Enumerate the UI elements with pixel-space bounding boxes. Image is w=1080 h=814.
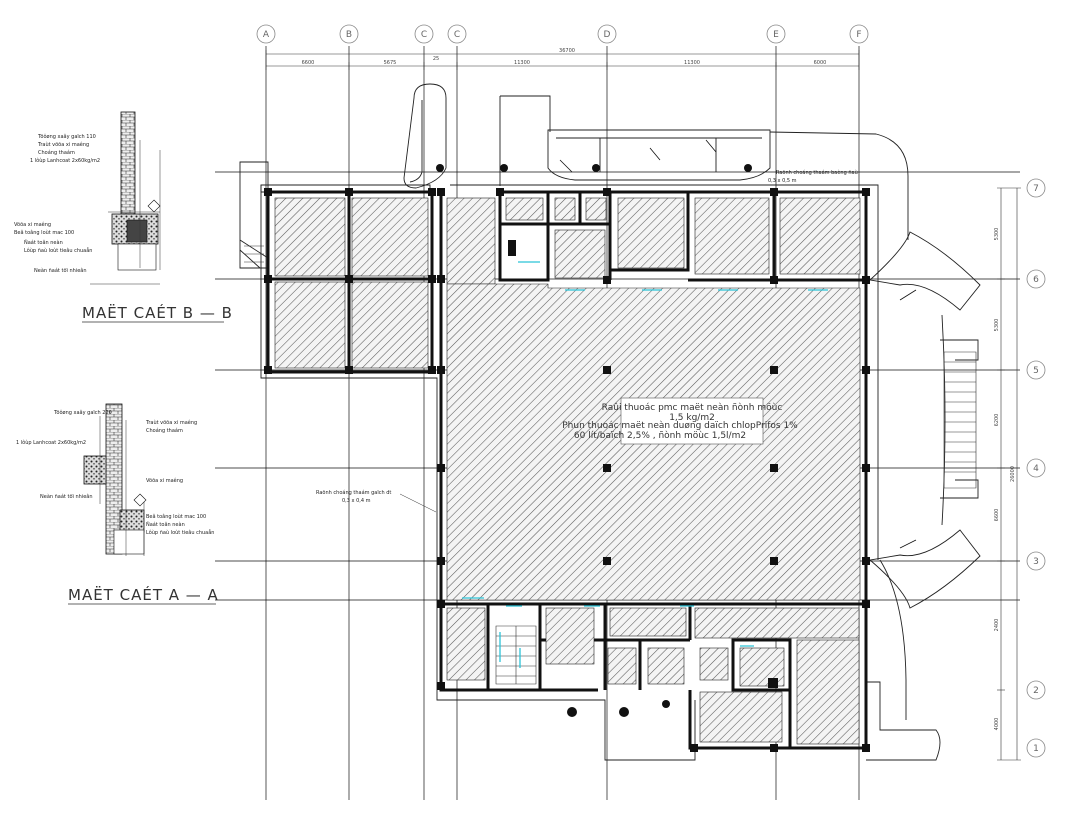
plan-note-line: Raûi thuoác pmc maët neàn ñònh möùc <box>602 402 783 413</box>
side-note: 0,3 x 0,4 m <box>342 498 371 504</box>
section-note: Beâ toâng loùt mac 100 <box>146 513 206 520</box>
dim-top: 11300 <box>684 60 700 66</box>
dim-right: 6200 <box>994 414 1000 427</box>
grid-label: 3 <box>1033 557 1039 567</box>
grid-label: 6 <box>1033 275 1039 285</box>
section-note: Choáng thaám <box>38 149 75 156</box>
dim-right: 5300 <box>994 228 1000 241</box>
grid-bubbles-right <box>1026 178 1046 758</box>
section-a-notes: Töôøng xaây gaïch 220 Traùt vöõa xi maên… <box>16 409 214 536</box>
plan-note-line: Phun thuoác maët neàn duøng daïch chlopP… <box>562 421 798 431</box>
grid-label: C <box>421 30 427 40</box>
side-note: Raõnh choáng thaám gaïch dt <box>316 489 391 496</box>
dim-overall-right: 26000 <box>1010 466 1016 482</box>
dim-right: 4000 <box>994 718 1000 731</box>
dim-overall-top: 36700 <box>559 48 575 54</box>
section-note: Traùt vöõa xi maêng <box>145 419 197 426</box>
section-note: Vöõa xi maêng <box>146 477 183 484</box>
section-note: Töôøng xaây gaïch 110 <box>37 133 96 140</box>
top-note: Raõnh choáng thaám baèng ñaù <box>776 169 858 176</box>
building-outline <box>239 83 981 761</box>
stairs <box>244 245 977 685</box>
section-note: 1 lôùp Lanhcoat 2x60kg/m2 <box>16 439 86 446</box>
section-note: Lôùp ñaù loùt tieâu chuaån <box>24 247 92 254</box>
grid-label: C <box>454 30 460 40</box>
grid-label: 4 <box>1033 464 1039 474</box>
section-note: Ñaát toân neàn <box>24 239 63 246</box>
section-a-title: MAËT CAÉT A — A <box>68 585 219 604</box>
grid-bubbles-top <box>256 24 869 44</box>
section-note: Traùt vöõa xi maêng <box>37 141 89 148</box>
plan-note-box: Raûi thuoác pmc maët neàn ñònh möùc 1,5 … <box>562 397 798 445</box>
grid-labels-right: 7 6 5 4 3 2 1 <box>1033 184 1039 754</box>
section-note: Choáng thaám <box>146 427 183 434</box>
dim-top: 6000 <box>814 60 827 66</box>
section-note: Neàn ñaát töï nhieân <box>40 493 93 500</box>
section-note: Ñaát toân neàn <box>146 521 185 528</box>
grid-label: 5 <box>1033 366 1039 376</box>
top-note: 0,3 x 0,5 m <box>768 178 797 184</box>
grid-labels-top: A B C C D E F <box>263 30 862 40</box>
dim-right: 6600 <box>994 509 1000 522</box>
door-fixtures <box>462 261 828 668</box>
dim-top: 11300 <box>514 60 530 66</box>
dimension-lines-top <box>265 50 860 70</box>
grid-label: 2 <box>1033 686 1039 696</box>
dimension-lines-right <box>997 187 1021 761</box>
grid-label: E <box>773 30 779 40</box>
grid-label: D <box>604 30 611 40</box>
section-note: Lôùp ñaù loùt tieâu chuaån <box>146 529 214 536</box>
grid-label: B <box>346 30 352 40</box>
section-b-detail <box>90 111 161 285</box>
break-lines <box>559 139 917 549</box>
grid-label: 7 <box>1033 184 1039 194</box>
dim-top: 5675 <box>384 60 397 66</box>
plan-note-line: 1,5 kg/m2 <box>669 413 715 423</box>
dim-right: 2400 <box>994 619 1000 632</box>
dim-top: 25 <box>433 56 439 62</box>
section-a-detail <box>83 403 147 556</box>
section-note: Töôøng xaây gaïch 220 <box>53 409 112 416</box>
section-note: Neàn ñaát töï nhieân <box>34 267 87 274</box>
plan-note-line: 60 lít/baïch 2,5% , ñònh möùc 1,5l/m2 <box>574 430 746 441</box>
dim-top: 6600 <box>302 60 315 66</box>
dim-right: 5300 <box>994 319 1000 332</box>
section-b-title: MAËT CAÉT B — B <box>82 303 233 322</box>
section-note: 1 lôùp Lanhcoat 2x60kg/m2 <box>30 157 100 164</box>
section-note: Vöõa xi maêng <box>14 221 51 228</box>
structural-columns <box>264 164 870 752</box>
grid-label: F <box>856 30 861 40</box>
grid-label: 1 <box>1033 744 1039 754</box>
section-note: Beâ toâng loùt mac 100 <box>14 229 74 236</box>
section-b-notes: Töôøng xaây gaïch 110 Traùt vöõa xi maên… <box>14 133 100 274</box>
grid-label: A <box>263 30 270 40</box>
